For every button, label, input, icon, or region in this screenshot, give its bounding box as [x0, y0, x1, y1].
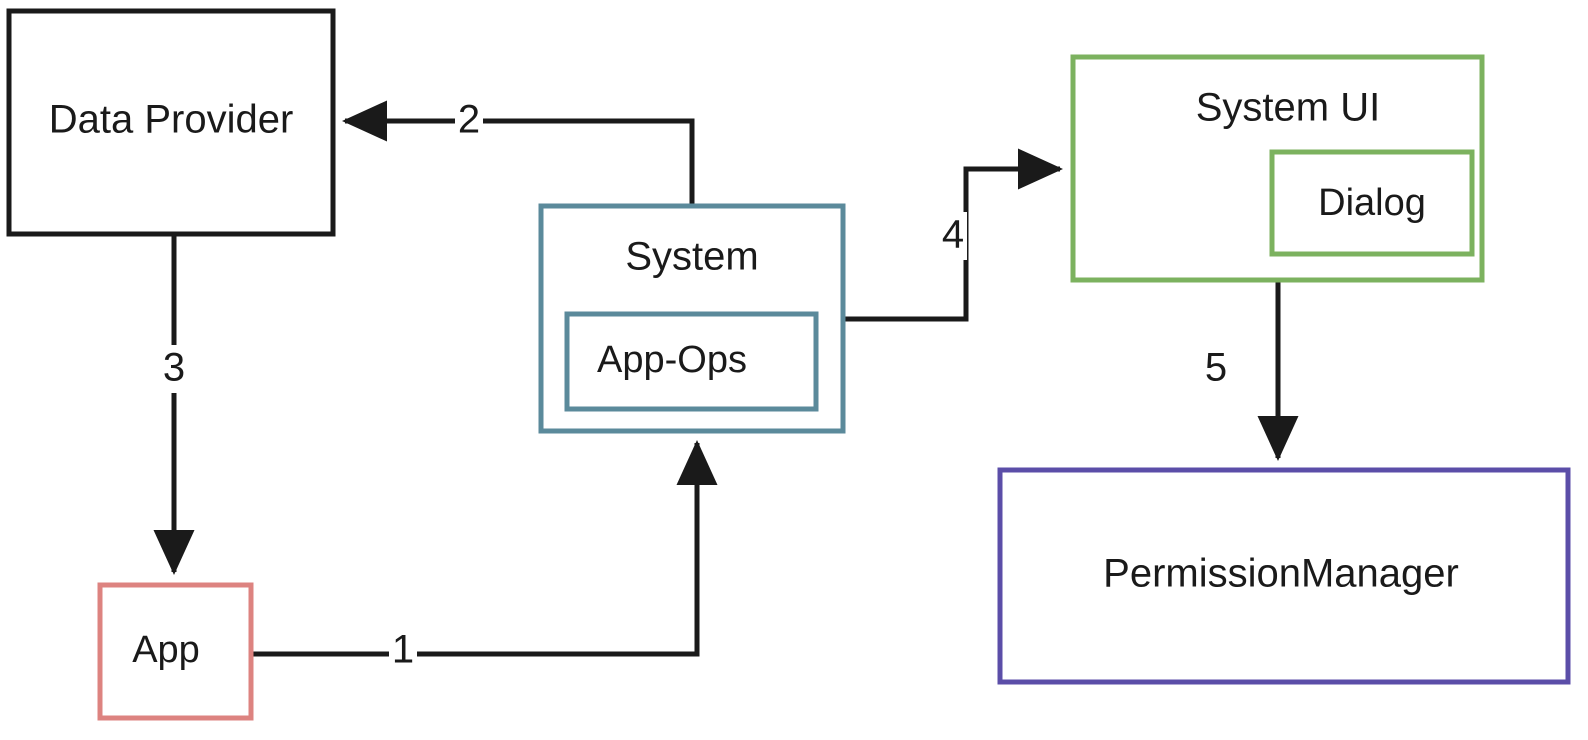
node-label-system: System — [625, 235, 758, 279]
node-box-app-ops[interactable] — [564, 311, 819, 412]
node-box-dialog[interactable] — [1269, 149, 1475, 257]
node-permission-manager[interactable]: PermissionManager — [997, 467, 1571, 685]
edge-label-group-4: 4 — [939, 212, 967, 260]
edge-path-1 — [251, 439, 718, 657]
edge-label-1: 1 — [392, 628, 414, 672]
edge-label-backdrop — [160, 345, 188, 393]
node-box-permission-manager[interactable] — [997, 467, 1571, 685]
edge-label-5: 5 — [1205, 346, 1227, 390]
edge-label-3: 3 — [163, 346, 185, 390]
node-data-provider[interactable]: Data Provider — [6, 8, 336, 237]
edge-label-group-2: 2 — [455, 97, 483, 145]
node-label-app-ops: App-Ops — [597, 339, 747, 381]
edge-label-backdrop — [1202, 345, 1230, 393]
edge-2 — [341, 100, 695, 206]
edge-label-backdrop — [455, 97, 483, 145]
edge-label-2: 2 — [458, 98, 480, 142]
node-box-data-provider[interactable] — [6, 8, 336, 237]
edge-path-2 — [341, 100, 695, 206]
edge-label-group-5: 5 — [1202, 345, 1230, 393]
edge-labels-layer: 1 2 3 4 5 — [160, 97, 1230, 675]
node-label-system-ui: System UI — [1196, 86, 1380, 130]
edge-label-4: 4 — [942, 213, 964, 257]
node-app[interactable]: App — [97, 582, 254, 721]
edge-1 — [251, 439, 718, 657]
node-label-data-provider: Data Provider — [49, 98, 294, 142]
node-dialog[interactable]: Dialog — [1269, 149, 1475, 257]
edge-label-backdrop — [389, 627, 417, 675]
node-box-app[interactable] — [97, 582, 254, 721]
node-label-app: App — [132, 629, 200, 671]
edge-label-group-1: 1 — [389, 627, 417, 675]
node-app-ops[interactable]: App-Ops — [564, 311, 819, 412]
node-label-dialog: Dialog — [1318, 182, 1426, 224]
node-label-permission-manager: PermissionManager — [1103, 552, 1459, 596]
edge-label-group-3: 3 — [160, 345, 188, 393]
edge-label-backdrop — [939, 212, 967, 260]
